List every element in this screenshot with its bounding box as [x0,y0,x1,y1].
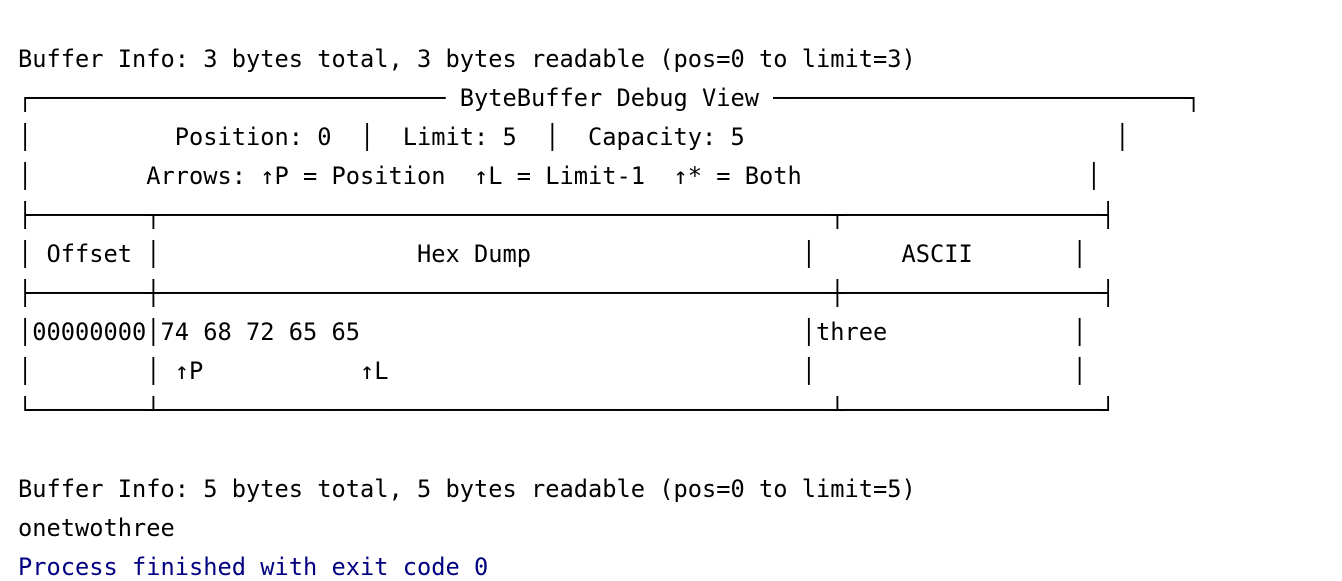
table-separator-bottom: └────────┴──────────────────────────────… [18,396,1116,424]
result-string-output: onetwothree [18,514,175,542]
table-separator-middle: ├────────┼──────────────────────────────… [18,279,1116,307]
table-arrow-marker-row: │ │ ↑P ↑L │ │ [18,357,1087,385]
process-exit-line: Process finished with exit code 0 [18,553,489,581]
debug-view-arrows-legend-row: │ Arrows: ↑P = Position ↑L = Limit-1 ↑* … [18,162,1101,190]
buffer-info-line-2: Buffer Info: 5 bytes total, 5 bytes read… [18,475,916,503]
table-separator-top: ├────────┬──────────────────────────────… [18,201,1116,229]
table-header-row: │ Offset │ Hex Dump │ ASCII │ [18,240,1087,268]
table-hex-dump-row: │00000000│74 68 72 65 65 │three │ [18,318,1087,346]
debug-view-box-top-border: ┌───────────────────────────── ByteBuffe… [18,84,1201,112]
buffer-info-line-1: Buffer Info: 3 bytes total, 3 bytes read… [18,45,916,73]
debug-view-stats-row: │ Position: 0 │ Limit: 5 │ Capacity: 5 │ [18,123,1130,151]
